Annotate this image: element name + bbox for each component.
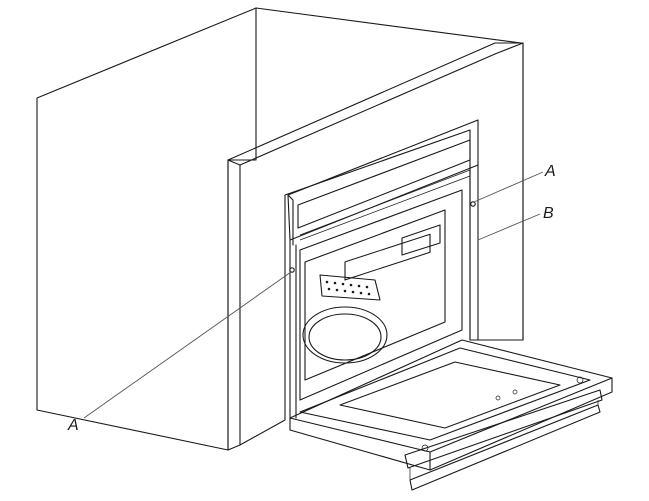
callout-a-top: A xyxy=(544,163,556,180)
callout-b: B xyxy=(543,205,554,222)
cabinet-front-frame xyxy=(227,42,524,451)
leader-line-b xyxy=(477,213,541,241)
screw-point-top-right xyxy=(470,201,476,207)
leader-line-a-bottom xyxy=(83,271,292,419)
oven-door xyxy=(289,339,613,491)
leader-line-a-top xyxy=(473,171,544,203)
oven-body xyxy=(287,119,479,421)
callout-a-bottom: A xyxy=(67,417,79,434)
screw-point-left xyxy=(289,267,295,273)
